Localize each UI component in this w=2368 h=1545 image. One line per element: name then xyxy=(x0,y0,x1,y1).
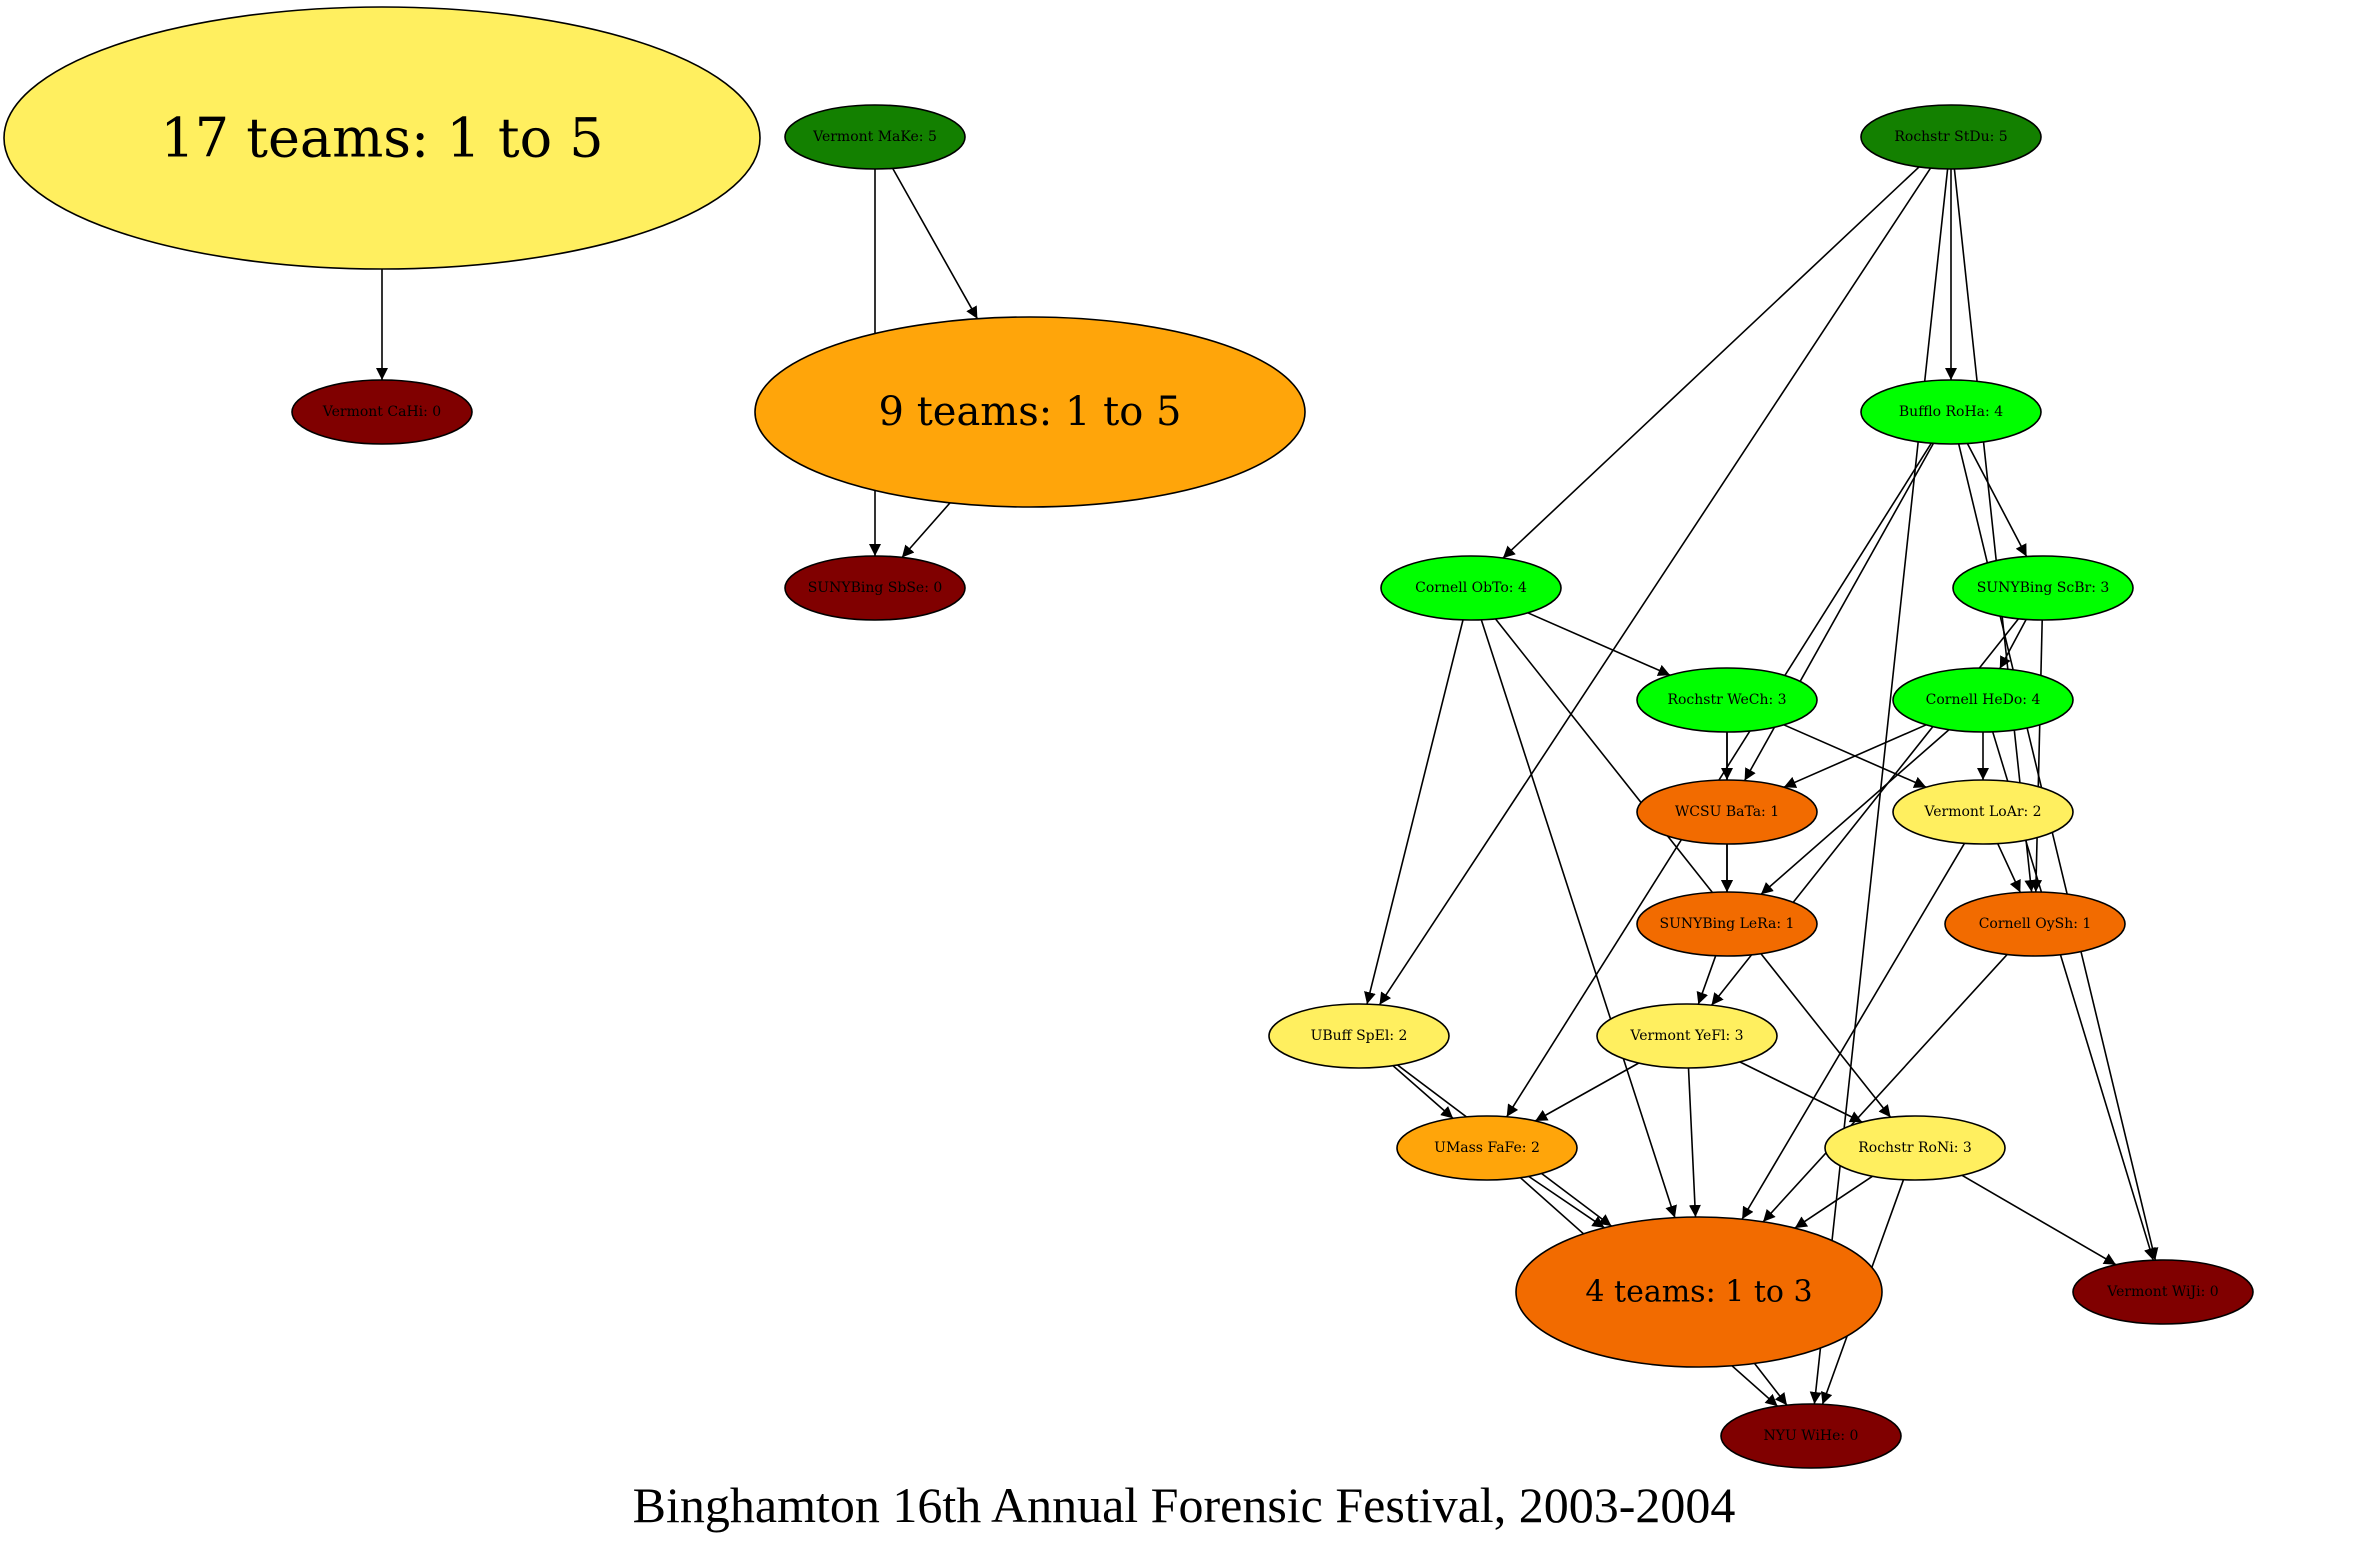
node-ellipse xyxy=(1720,1403,1902,1469)
edge-g4-to-nwihe xyxy=(1753,1363,1788,1406)
edges-layer xyxy=(376,166,2159,1407)
edge-rroni-to-vwiji xyxy=(1961,1174,2117,1266)
node-label: 9 teams: 1 to 5 xyxy=(879,389,1182,435)
node-label: 4 teams: 1 to 3 xyxy=(1585,1275,1812,1310)
edge-ufafe-to-g4 xyxy=(1528,1175,1605,1229)
node-ellipse xyxy=(291,379,473,445)
node-g4: 4 teams: 1 to 3 xyxy=(1515,1216,1883,1368)
node-vcahi: Vermont CaHi: 0 xyxy=(291,379,473,445)
edge-g9-to-ssbse xyxy=(901,502,951,559)
edge-uspel-to-ufafe xyxy=(1392,1064,1454,1120)
edge-rroni-to-g4 xyxy=(1794,1175,1874,1229)
node-wbata: WCSU BaTa: 1 xyxy=(1636,779,1818,845)
node-uspel: UBuff SpEl: 2 xyxy=(1268,1003,1450,1069)
node-vwiji: Vermont WiJi: 0 xyxy=(2072,1259,2254,1325)
node-ellipse xyxy=(1636,667,1818,733)
node-label: Vermont CaHi: 0 xyxy=(322,404,441,420)
node-label: Rochstr StDu: 5 xyxy=(1894,129,2007,145)
edge-broha-to-sscbr xyxy=(1966,443,2028,557)
edge-vloar-to-g4 xyxy=(1741,842,1966,1220)
node-label: Cornell OySh: 1 xyxy=(1979,916,2092,932)
node-label: Cornell HeDo: 4 xyxy=(1926,692,2041,708)
edge-broha-to-wbata xyxy=(1743,443,1935,781)
node-label: Vermont WiJi: 0 xyxy=(2106,1284,2218,1300)
node-ellipse xyxy=(3,6,761,270)
node-label: Rochstr RoNi: 3 xyxy=(1858,1140,1972,1156)
node-ellipse xyxy=(1396,1115,1578,1181)
node-ufafe: UMass FaFe: 2 xyxy=(1396,1115,1578,1181)
node-ellipse xyxy=(2072,1259,2254,1325)
node-ellipse xyxy=(1268,1003,1450,1069)
node-ellipse xyxy=(1860,104,2042,170)
node-vmake: Vermont MaKe: 5 xyxy=(784,104,966,170)
edge-vyefl-to-ufafe xyxy=(1534,1062,1640,1122)
node-label: SUNYBing SbSe: 0 xyxy=(808,580,943,596)
node-ellipse xyxy=(1860,379,2042,445)
node-label: UMass FaFe: 2 xyxy=(1434,1140,1540,1156)
node-cobto: Cornell ObTo: 4 xyxy=(1380,555,1562,621)
node-label: Cornell ObTo: 4 xyxy=(1415,580,1527,596)
node-ellipse xyxy=(1892,667,2074,733)
node-label: SUNYBing LeRa: 1 xyxy=(1660,916,1795,932)
node-ellipse xyxy=(1892,779,2074,845)
node-label: WCSU BaTa: 1 xyxy=(1675,804,1779,820)
node-ellipse xyxy=(754,316,1306,508)
nodes-layer: 17 teams: 1 to 5 Vermont CaHi: 0 Vermont M… xyxy=(3,6,2254,1469)
edge-sscbr-to-chedo xyxy=(1999,619,2027,669)
edge-vloar-to-coysh xyxy=(1996,843,2022,893)
edge-coysh-to-g4 xyxy=(1762,953,2008,1223)
node-label: Vermont YeFl: 3 xyxy=(1629,1028,1743,1044)
node-broha: Bufflo RoHa: 4 xyxy=(1860,379,2042,445)
node-ellipse xyxy=(1636,779,1818,845)
edge-vyefl-to-rroni xyxy=(1739,1061,1863,1123)
edge-cobto-to-uspel xyxy=(1364,619,1464,1005)
node-ellipse xyxy=(1636,891,1818,957)
edge-chedo-to-slera xyxy=(1760,728,1950,896)
node-ellipse xyxy=(1824,1115,2006,1181)
node-label: Vermont MaKe: 5 xyxy=(812,129,937,145)
node-rstdu: Rochstr StDu: 5 xyxy=(1860,104,2042,170)
graph-title: Binghamton 16th Annual Forensic Festival… xyxy=(633,1477,1736,1533)
edge-slera-to-vyefl xyxy=(1696,955,1717,1005)
node-ssbse: SUNYBing SbSe: 0 xyxy=(784,555,966,621)
node-label: 17 teams: 1 to 5 xyxy=(160,107,603,170)
node-ellipse xyxy=(1944,891,2126,957)
node-vloar: Vermont LoAr: 2 xyxy=(1892,779,2074,845)
edge-rstdu-to-uspel xyxy=(1378,167,1932,1006)
node-sscbr: SUNYBing ScBr: 3 xyxy=(1952,555,2134,621)
node-label: SUNYBing ScBr: 3 xyxy=(1977,580,2110,596)
edge-cobto-to-g4 xyxy=(1480,619,1677,1218)
node-ellipse xyxy=(784,555,966,621)
node-rroni: Rochstr RoNi: 3 xyxy=(1824,1115,2006,1181)
node-label: Bufflo RoHa: 4 xyxy=(1899,404,2003,420)
node-label: NYU WiHe: 0 xyxy=(1764,1428,1859,1444)
node-slera: SUNYBing LeRa: 1 xyxy=(1636,891,1818,957)
node-ellipse xyxy=(1515,1216,1883,1368)
node-ellipse xyxy=(1952,555,2134,621)
node-label: Vermont LoAr: 2 xyxy=(1923,804,2041,820)
edge-rstdu-to-nwihe xyxy=(1809,168,1949,1405)
node-coysh: Cornell OySh: 1 xyxy=(1944,891,2126,957)
node-label: Rochstr WeCh: 3 xyxy=(1667,692,1786,708)
edge-cobto-to-rwech xyxy=(1527,612,1671,676)
node-vyefl: Vermont YeFl: 3 xyxy=(1596,1003,1778,1069)
node-nwihe: NYU WiHe: 0 xyxy=(1720,1403,1902,1469)
node-ellipse xyxy=(1380,555,1562,621)
node-chedo: Cornell HeDo: 4 xyxy=(1892,667,2074,733)
edge-cobto-to-rroni xyxy=(1494,618,1892,1118)
node-ellipse xyxy=(1596,1003,1778,1069)
node-g17: 17 teams: 1 to 5 xyxy=(3,6,761,270)
edge-vyefl-to-g4 xyxy=(1687,1067,1701,1218)
edge-rstdu-to-cobto xyxy=(1502,166,1920,559)
node-ellipse xyxy=(784,104,966,170)
edge-vmake-to-g9 xyxy=(892,168,979,320)
edge-sscbr-to-coysh xyxy=(2030,619,2043,893)
node-rwech: Rochstr WeCh: 3 xyxy=(1636,667,1818,733)
node-label: UBuff SpEl: 2 xyxy=(1311,1028,1408,1044)
node-g9: 9 teams: 1 to 5 xyxy=(754,316,1306,508)
edge-chedo-to-wbata xyxy=(1783,724,1927,788)
edge-rstdu-to-coysh xyxy=(1953,168,2037,893)
